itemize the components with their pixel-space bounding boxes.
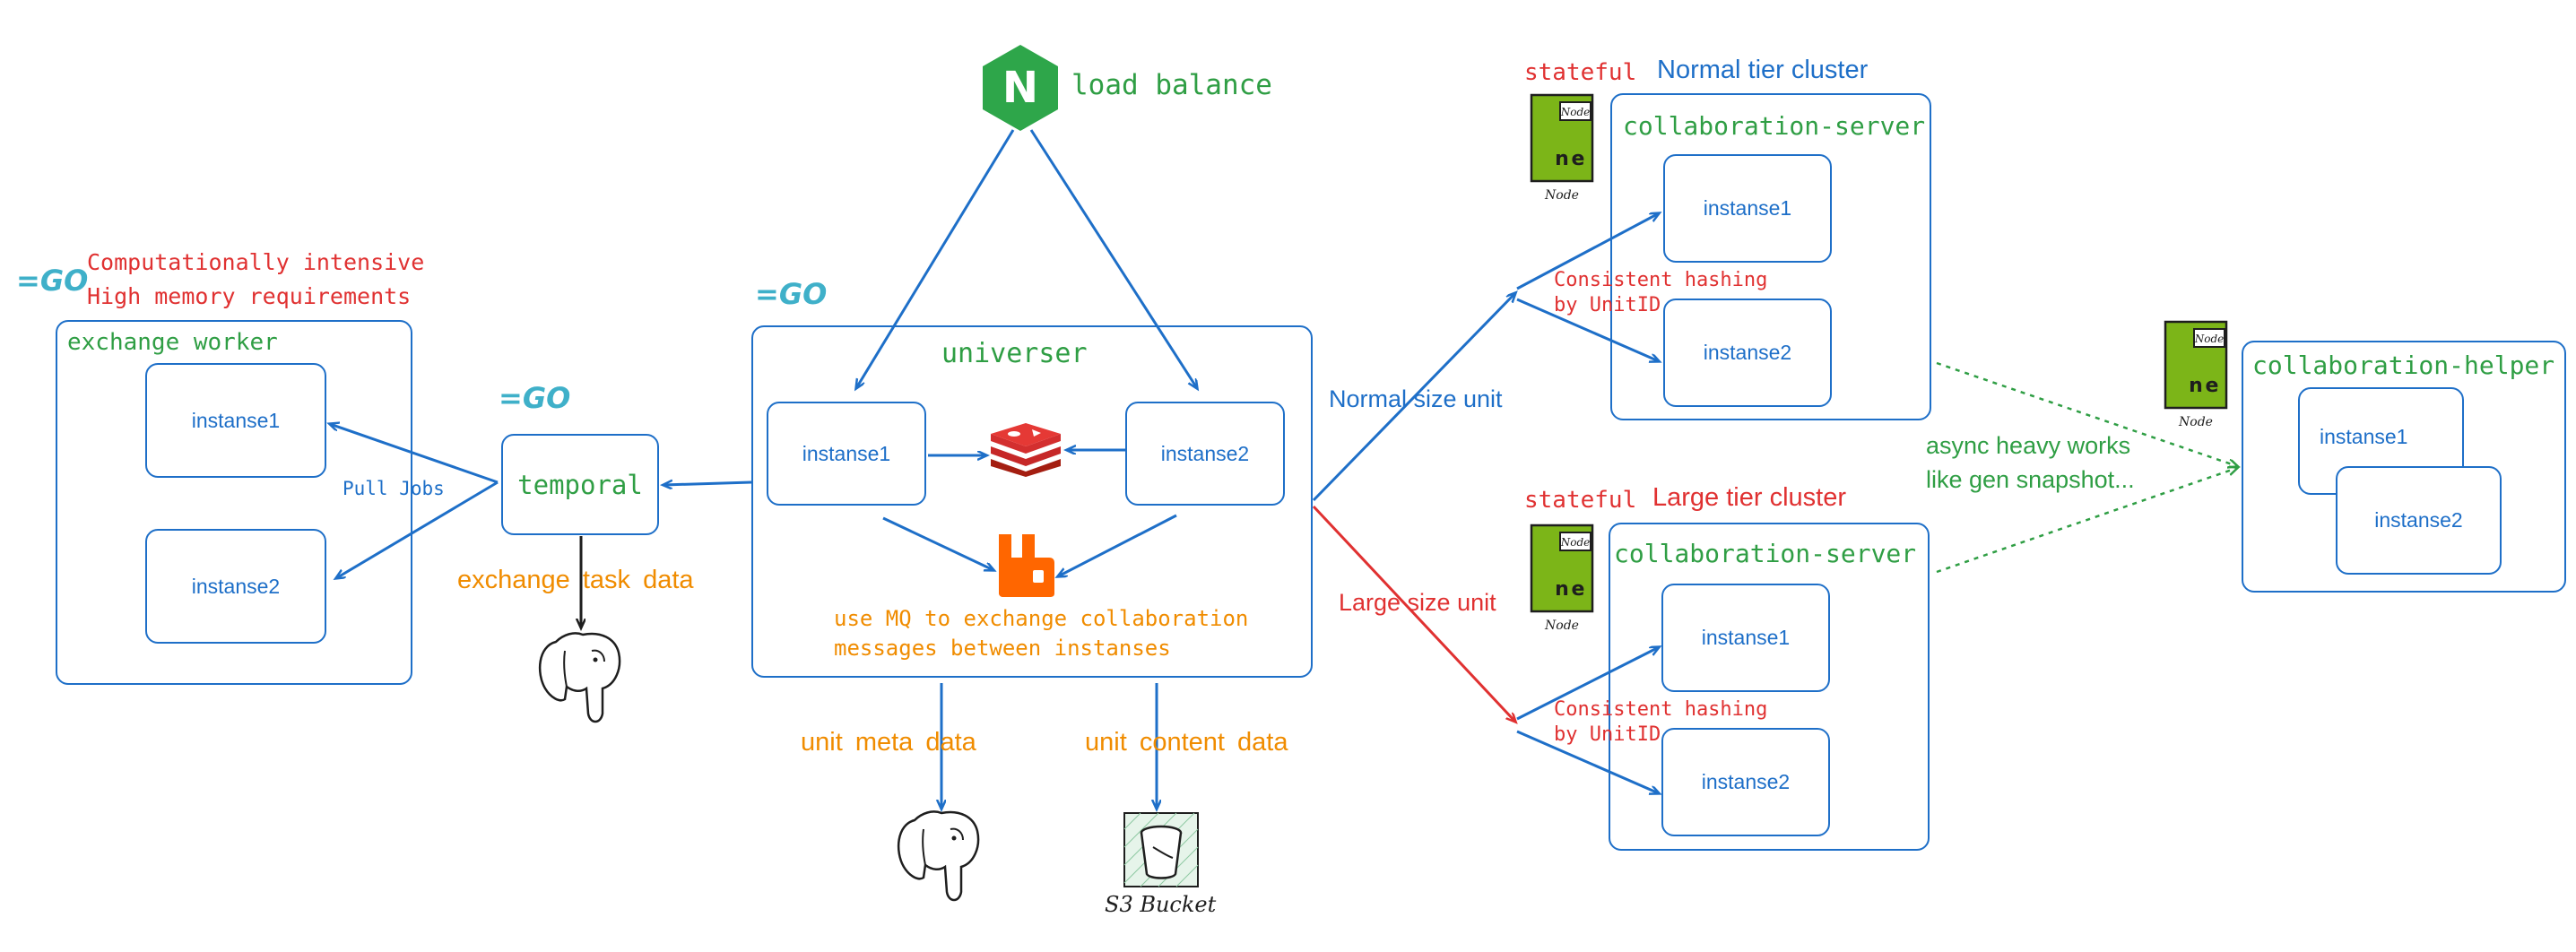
postgres-elephant-icon [538,632,621,723]
node-card: Node n e [1530,93,1594,183]
svg-text:Node: Node [1560,536,1591,549]
large-hash-line2: by UnitID [1554,723,1661,746]
node-card: Node n e [2164,320,2228,410]
normal-collab-server-title: collaboration-server [1623,111,1926,141]
large-instance1: instanse1 [1661,584,1830,692]
normal-tier-label: Normal tier cluster [1657,56,1869,84]
large-collab-server-title: collaboration-server [1614,539,1917,568]
svg-text:n: n [1555,578,1569,601]
normal-stateful-label: stateful [1524,59,1637,86]
unit-content-data-label: unit content data [1085,728,1288,757]
exchange-note-line1: Computationally intensive [87,249,425,275]
arrow-large-route [1312,505,1515,722]
normal-instance1: instanse1 [1663,154,1832,263]
large-tier-label: Large tier cluster [1652,483,1846,512]
arrow-large-hash-1 [1516,647,1659,721]
go-logo-icon: =GO [755,277,828,311]
rabbitmq-icon [999,534,1054,597]
nodejs-icon: Node n e [2164,320,2228,410]
arrow-universer-to-temporal [664,482,752,485]
pull-jobs-label: Pull Jobs [343,478,445,499]
arrow-nginx-to-instance1 [856,129,1015,388]
node-caption: Node [2179,415,2213,429]
normal-hash-line2: by UnitID [1554,294,1661,316]
nginx-icon: N [983,45,1058,131]
arrow-large-hash-2 [1516,730,1659,793]
s3-bucket-label: S3 Bucket [1105,892,1217,917]
arrow-normal-hash-2 [1516,298,1659,361]
svg-text:Node: Node [2194,333,2225,345]
s3-bucket-icon [1123,812,1199,887]
large-stateful-label: stateful [1524,487,1637,514]
load-balance-label: load balance [1071,69,1272,101]
svg-text:N: N [1002,63,1038,113]
universer-instance2: instanse2 [1125,402,1285,506]
go-logo-icon: =GO [16,264,89,298]
normal-instance2: instanse2 [1663,299,1832,407]
exchange-note-line2: High memory requirements [87,283,412,309]
svg-text:n: n [1555,148,1569,170]
nodejs-icon: Node n e [1530,524,1594,613]
normal-cluster-group [1610,93,1931,420]
svg-text:Node: Node [1560,106,1591,118]
large-instance2: instanse2 [1661,728,1830,836]
unit-meta-data-label: unit meta data [801,728,976,757]
helper-title: collaboration-helper [2252,351,2555,380]
exchange-worker-group [56,320,412,685]
helper-group [2242,341,2566,593]
mq-note-line1: use MQ to exchange collaboration [834,606,1249,631]
universer-group [751,325,1313,678]
large-cluster-group [1609,523,1930,851]
arrow-normal-route [1312,293,1515,502]
normal-hash-line1: Consistent hashing [1554,269,1768,291]
universer-instance1: instanse1 [767,402,926,506]
arrow-normal-to-helper [1936,361,2237,466]
arrow-large-to-helper [1936,468,2237,574]
arrow-nginx-to-instance2 [1029,129,1197,388]
exchange-instance1: instanse1 [145,363,326,478]
node-caption: Node [1545,188,1579,203]
large-hash-line1: Consistent hashing [1554,698,1768,721]
async-line1: async heavy works [1926,432,2131,459]
svg-text:e: e [2206,375,2219,397]
node-caption: Node [1545,619,1579,633]
normal-size-unit-label: Normal size unit [1329,385,1503,412]
exchange-instance2: instanse2 [145,529,326,644]
temporal-box: temporal [501,434,659,535]
arrow-instance2-to-mq [1058,514,1177,576]
arrow-pull-jobs-1 [330,424,499,484]
postgres-elephant-icon [897,810,980,902]
exchange-worker-title: exchange worker [67,329,278,356]
arrow-instance1-to-mq [882,516,993,570]
node-card: Node n e [1530,524,1594,613]
universer-title: universer [941,338,1088,369]
arrow-pull-jobs-2 [336,480,499,578]
svg-text:n: n [2189,375,2203,397]
exchange-task-data-label: exchange task data [457,566,694,594]
async-line2: like gen snapshot... [1926,466,2135,493]
svg-text:e: e [1572,578,1585,601]
svg-text:e: e [1572,148,1585,170]
arrow-normal-hash-1 [1516,213,1659,290]
large-size-unit-label: Large size unit [1339,589,1496,616]
go-logo-icon: =GO [499,381,571,415]
redis-icon [991,423,1061,477]
mq-note-line2: messages between instanses [834,636,1171,661]
helper-instance2: instanse2 [2336,466,2502,575]
nodejs-icon: Node n e [1530,93,1594,183]
